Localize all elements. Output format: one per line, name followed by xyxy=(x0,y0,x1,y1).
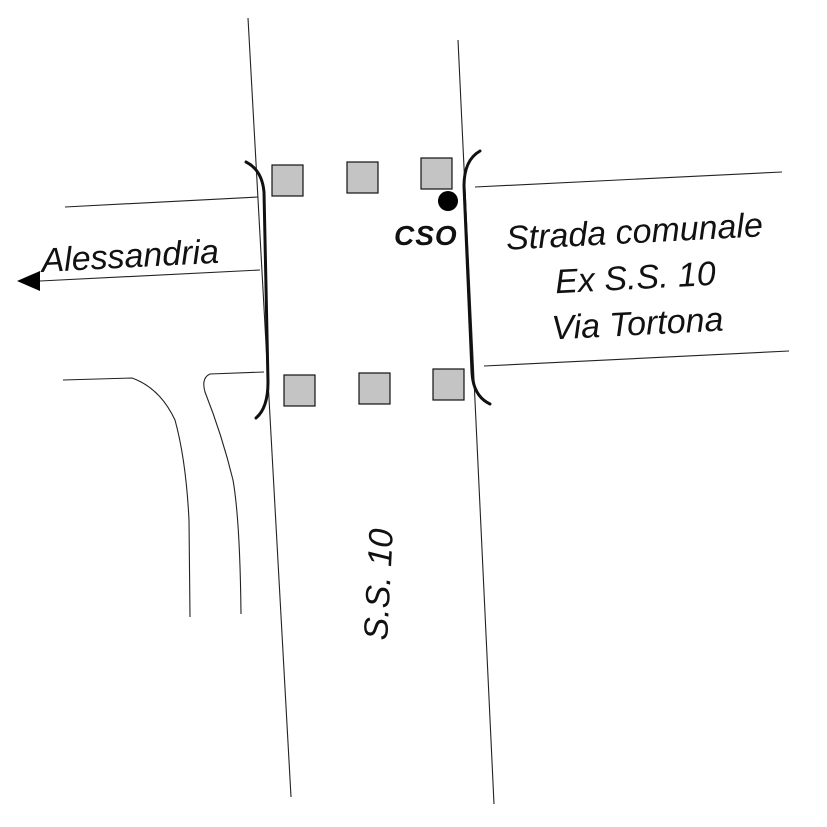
ss10-east-edge xyxy=(457,39,495,805)
side-road-inner-edge xyxy=(203,371,265,615)
crossing-block xyxy=(283,374,316,407)
cso-label: CSO xyxy=(394,220,458,251)
east-road-north-edge xyxy=(474,171,783,188)
ss10-road-label: S.S. 10 xyxy=(357,528,401,641)
crossing-block xyxy=(346,161,379,194)
side-road-outer-edge xyxy=(62,377,191,618)
arrow-left-icon xyxy=(17,271,40,291)
ss10-west-edge xyxy=(247,17,292,798)
crossing-block xyxy=(358,372,391,405)
east-road-name-line2: Ex S.S. 10 xyxy=(554,255,716,301)
alessandria-label: Alessandria xyxy=(38,233,219,280)
crossing-block xyxy=(420,157,453,190)
west-road-south-edge xyxy=(39,269,261,282)
crossing-block xyxy=(432,368,465,401)
intersection-west-bracket xyxy=(244,160,270,420)
cso-point-icon xyxy=(438,191,458,211)
west-road-north-edge xyxy=(64,196,259,208)
crossing-block xyxy=(271,164,304,197)
intersection-east-bracket xyxy=(462,149,492,406)
east-road-name-line3: Via Tortona xyxy=(551,301,725,348)
east-road-name-line1: Strada comunale xyxy=(505,206,764,257)
east-road-south-edge xyxy=(483,350,790,367)
